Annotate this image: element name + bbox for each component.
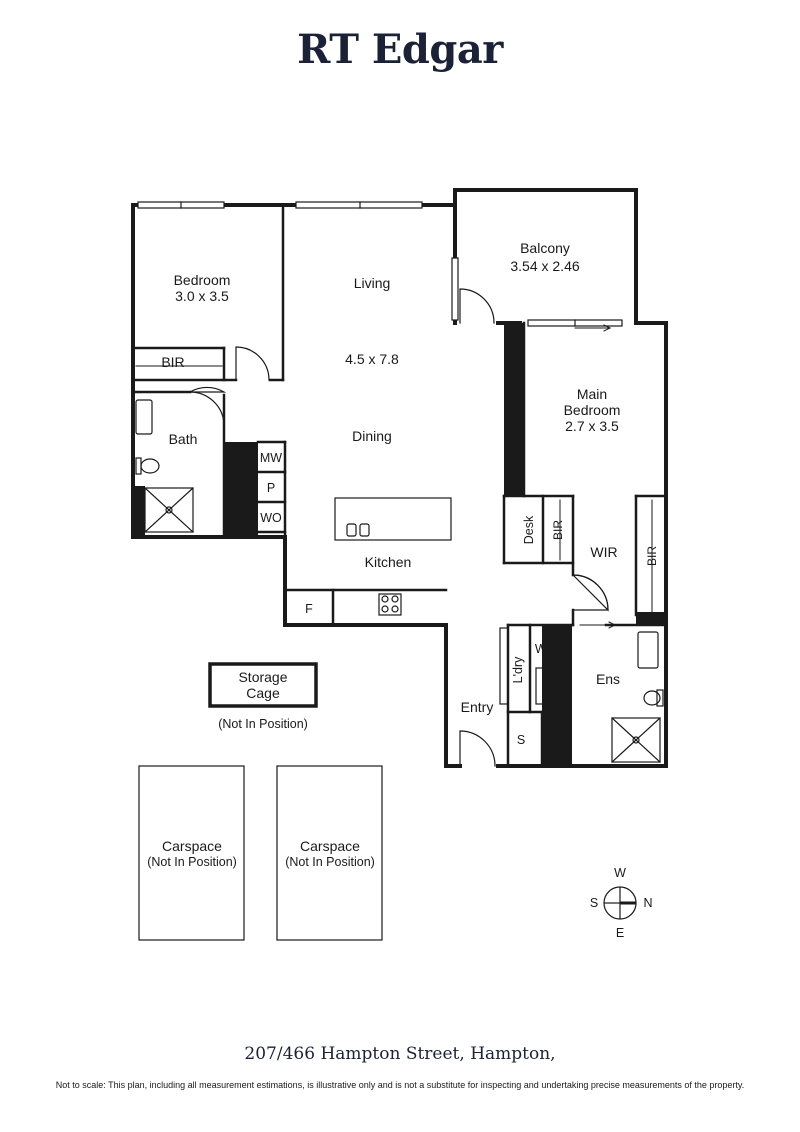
carspace-1-note: (Not In Position) (147, 855, 237, 869)
carspace-1 (138, 765, 245, 941)
main-bedroom-line2: Bedroom (564, 402, 621, 418)
balcony-label: Balcony (520, 240, 570, 256)
slide-arrows (574, 324, 617, 629)
balcony-dims: 3.54 x 2.46 (510, 258, 579, 274)
disclaimer: Not to scale: This plan, including all m… (55, 1080, 745, 1090)
compass-w: W (614, 866, 626, 880)
kitchen-fixtures (334, 497, 452, 616)
brand-logo: RT Edgar (297, 26, 503, 73)
desk-label: Desk (522, 515, 536, 544)
wardrobe-rails (135, 365, 653, 613)
p-label: P (267, 481, 275, 495)
carspace-1-label: Carspace (162, 838, 222, 854)
storage-line1: Storage (238, 669, 287, 685)
living-label: Living (354, 275, 391, 291)
compass: W S N E (590, 866, 653, 940)
compass-s: S (590, 896, 598, 910)
dining-label: Dining (352, 428, 392, 444)
bir-label-2: BIR (551, 520, 565, 540)
living-dims: 4.5 x 7.8 (345, 351, 399, 367)
kitchen-label: Kitchen (365, 554, 412, 570)
bir-label-1: BIR (161, 354, 184, 370)
storage-note: (Not In Position) (218, 717, 308, 731)
mw-label: MW (260, 451, 282, 465)
main-bedroom-dims: 2.7 x 3.5 (565, 418, 619, 434)
bedroom-label: Bedroom (174, 272, 231, 288)
storage-cage (208, 662, 318, 708)
s-label: S (517, 733, 525, 747)
storage-line2: Cage (246, 685, 280, 701)
bath-label: Bath (169, 431, 198, 447)
carspace-2-label: Carspace (300, 838, 360, 854)
bir-label-3: BIR (645, 546, 659, 566)
bedroom-dims: 3.0 x 3.5 (175, 288, 229, 304)
laundry-label: L'dry (511, 656, 525, 683)
compass-n: N (643, 896, 652, 910)
windows (137, 201, 623, 327)
bath-fixtures (135, 399, 664, 763)
f-label: F (305, 602, 313, 616)
solid-walls (131, 323, 666, 766)
entry-label: Entry (461, 699, 494, 715)
wir-label: WIR (590, 544, 617, 560)
wm-label: WM (535, 642, 557, 656)
carspace-2 (276, 765, 383, 941)
compass-e: E (616, 926, 624, 940)
carspace-2-note: (Not In Position) (285, 855, 375, 869)
main-bedroom-line1: Main (577, 386, 607, 402)
property-address: 207/466 Hampton Street, Hampton, (244, 1044, 556, 1064)
ens-label: Ens (596, 671, 620, 687)
door-swings (189, 288, 609, 767)
wo-label: WO (260, 511, 282, 525)
